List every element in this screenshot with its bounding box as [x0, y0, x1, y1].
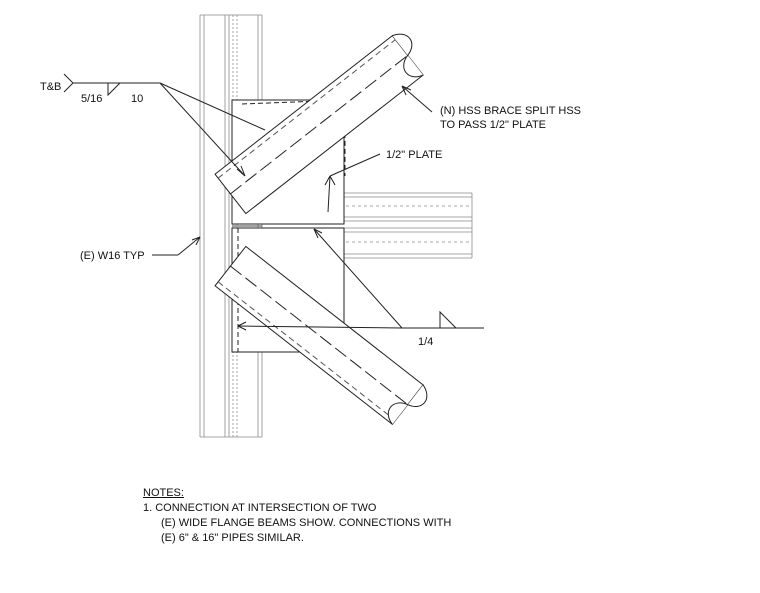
tb-label: T&B: [40, 81, 61, 93]
notes-block: NOTES: 1. CONNECTION AT INTERSECTION OF …: [143, 486, 451, 546]
plate-leader: [324, 153, 381, 213]
note-line-1: 1. CONNECTION AT INTERSECTION OF TWO: [143, 502, 377, 514]
hss-brace-lower: [214, 245, 428, 426]
note-line-2: (E) WIDE FLANGE BEAMS SHOW. CONNECTIONS …: [161, 517, 452, 529]
weld-symbol-top: [63, 73, 266, 177]
brace-label-line1: (N) HSS BRACE SPLIT HSS: [440, 105, 581, 117]
weld-symbol-bottom: [237, 228, 484, 331]
brace-leader: [401, 85, 433, 113]
weld-bottom-size: 1/4: [418, 336, 433, 348]
brace-label-line2: TO PASS 1/2" PLATE: [440, 119, 546, 131]
hss-brace-upper: [214, 33, 424, 215]
notes-header: NOTES:: [143, 487, 184, 499]
note-line-3: (E) 6" & 16" PIPES SIMILAR.: [161, 532, 304, 544]
w16-label: (E) W16 TYP: [80, 250, 145, 262]
w16-leader: [152, 236, 201, 256]
weld-top-length: 10: [131, 93, 143, 105]
weld-top-size: 5/16: [81, 93, 102, 105]
plate-label: 1/2" PLATE: [386, 149, 442, 161]
